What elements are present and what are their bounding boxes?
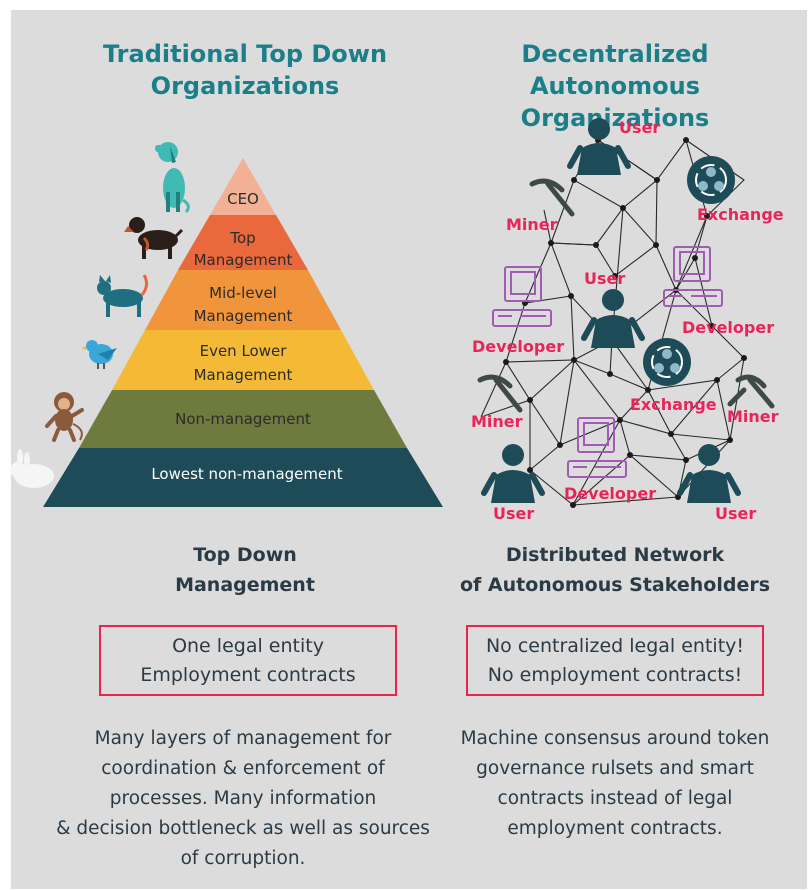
rabbit-icon (10, 449, 54, 488)
bird-icon (81, 340, 117, 369)
right-desc-line: governance rulsets and smart (476, 758, 754, 779)
label-miner: Miner (727, 407, 779, 426)
right-heading: Decentralized Autonomous Organizations (430, 38, 800, 134)
tier-label-mid-1: Mid-level (209, 284, 277, 302)
user-icon (481, 444, 545, 503)
left-description: Many layers of management for coordinati… (28, 724, 458, 874)
label-user: User (493, 504, 534, 523)
left-desc-line: Many layers of management for (94, 728, 392, 749)
right-heading-text: Decentralized Autonomous Organizations (520, 40, 710, 132)
left-desc-line: coordination & enforcement of (101, 758, 385, 779)
label-miner: Miner (506, 215, 558, 234)
right-desc-line: employment contracts. (507, 818, 723, 839)
pyramid-tier-non-management (79, 390, 407, 448)
label-exchange: Exchange (630, 395, 717, 414)
computer-icon (492, 266, 552, 327)
tier-label-lowest: Lowest non-management (151, 465, 342, 483)
network-nodes (503, 137, 747, 508)
left-box-line1: One legal entity (172, 635, 324, 657)
left-subheading-line2: Management (175, 574, 315, 596)
tier-label-lower-1: Even Lower (200, 342, 288, 360)
left-subheading: Top Down Management (60, 540, 430, 600)
pickaxe-icon (477, 374, 523, 413)
label-developer: Developer (682, 318, 774, 337)
tier-label-top-2: Management (194, 251, 293, 269)
rottweiler-icon (124, 217, 184, 259)
computer-icon (663, 246, 723, 307)
left-heading-text: Traditional Top Down Organizations (102, 40, 388, 100)
label-exchange: Exchange (697, 205, 784, 224)
dog-icon (155, 142, 190, 214)
left-desc-line: processes. Many information (109, 788, 377, 809)
right-desc-line: contracts instead of legal (497, 788, 733, 809)
right-subheading: Distributed Network of Autonomous Stakeh… (430, 540, 800, 600)
exchange-icon (643, 338, 691, 386)
label-user: User (715, 504, 756, 523)
user-icon (581, 289, 645, 348)
left-legal-box: One legal entity Employment contracts (99, 625, 397, 696)
pyramid-tier-lowest (43, 448, 443, 507)
left-box-line2: Employment contracts (140, 664, 356, 686)
right-box-line2: No employment contracts! (487, 664, 743, 686)
user-icon (567, 118, 631, 175)
pyramid-tier-top-management (178, 215, 308, 270)
right-box-line1: No centralized legal entity! (485, 635, 745, 657)
right-desc-line: Machine consensus around token (460, 728, 770, 749)
monkey-icon (45, 392, 84, 442)
label-user: User (619, 118, 660, 137)
left-heading: Traditional Top Down Organizations (60, 38, 430, 102)
right-legal-box: No centralized legal entity! No employme… (466, 625, 764, 696)
pickaxe-icon (529, 178, 575, 217)
label-miner: Miner (471, 412, 523, 431)
label-developer: Developer (472, 337, 564, 356)
cat-icon (97, 274, 149, 317)
left-desc-line: & decision bottleneck as well as sources (56, 818, 430, 839)
right-subheading-line2: of Autonomous Stakeholders (459, 574, 771, 596)
pyramid-tier-ceo (210, 158, 276, 215)
pickaxe-icon (727, 374, 775, 409)
tier-label-mid-2: Management (194, 307, 293, 325)
right-subheading-line1: Distributed Network (505, 544, 725, 566)
right-description: Machine consensus around token governanc… (433, 724, 797, 844)
pyramid: CEO Top Management Mid-level Management … (43, 158, 443, 507)
tier-label-ceo: CEO (227, 190, 259, 208)
tier-label-top-1: Top (229, 229, 255, 247)
pyramid-tier-mid-management (145, 270, 341, 330)
exchange-icon (687, 156, 735, 204)
left-desc-line: of corruption. (180, 848, 306, 869)
label-user: User (584, 269, 625, 288)
user-icon (677, 444, 741, 503)
label-developer: Developer (564, 484, 656, 503)
left-subheading-line1: Top Down (193, 544, 297, 566)
tier-label-lower-2: Management (194, 366, 293, 384)
pyramid-tier-lower-management (112, 330, 374, 390)
computer-icon (567, 417, 627, 478)
tier-label-non-management: Non-management (175, 410, 311, 428)
